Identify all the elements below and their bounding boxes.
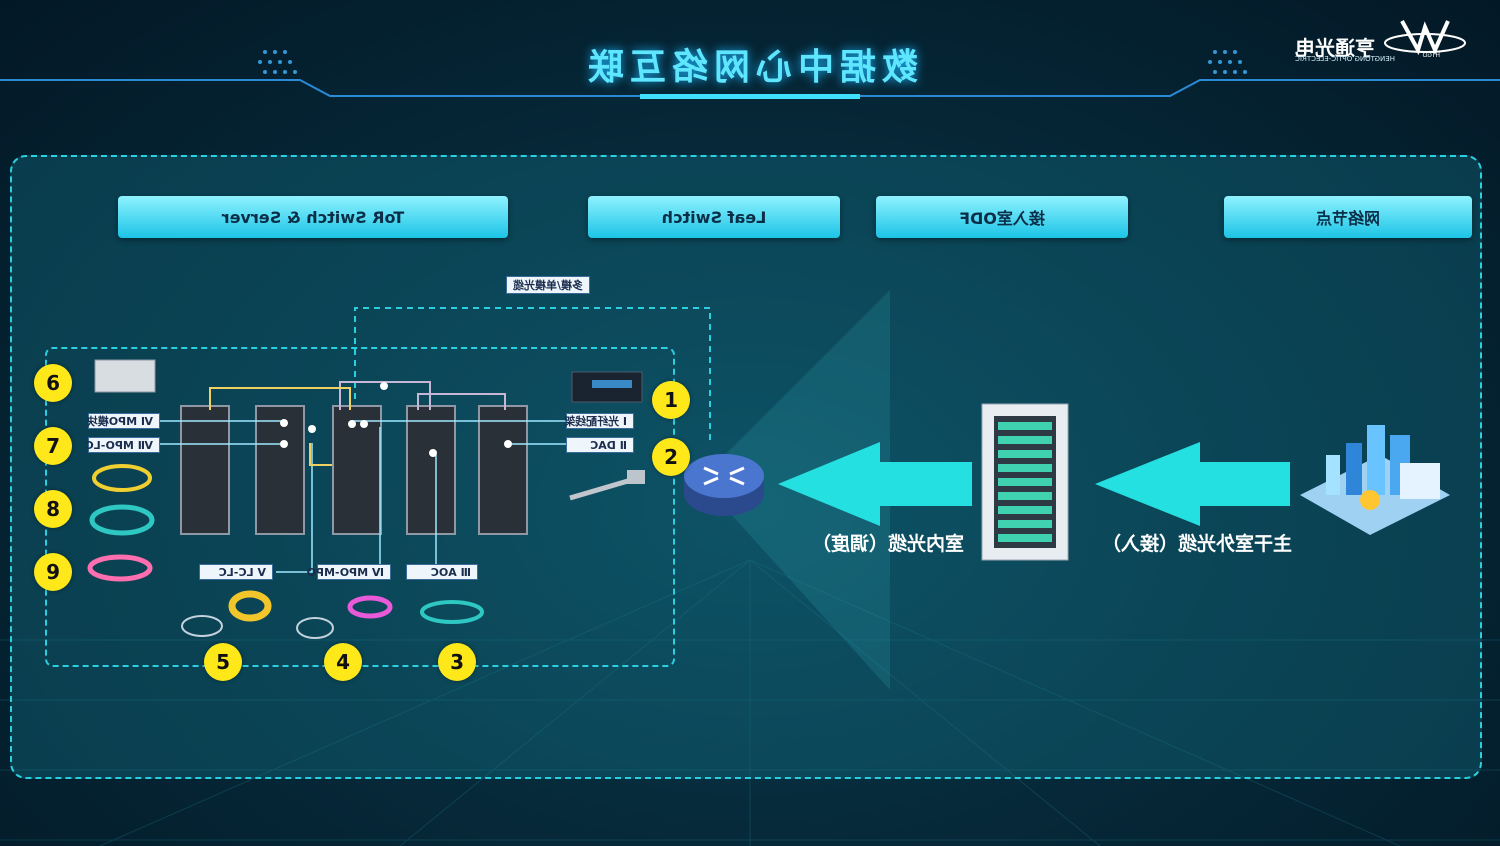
stage-network-node-label: 网络节点 [1316,209,1381,228]
brand-logo-icon: HTGD [1384,20,1466,59]
badge-5: 5 [204,643,242,681]
page-title: 数据中心网络互联 [582,47,919,88]
network-node-illustration [1300,425,1450,535]
odf-cabinet [981,403,1069,561]
badge-6: 6 [34,364,72,402]
caption-indoor-cable: 室内光缆（调度） [812,533,965,555]
badge-3: 3 [438,643,476,681]
router-icon [684,454,764,516]
badge-1: 1 [652,381,690,419]
stage-tor-switch-label: ToR Switch & Server [221,207,405,227]
brand-subtitle: HENGTONG OPTIC-ELECTRIC [1295,55,1395,63]
caption-outdoor-cable: 主干室外光缆（接入） [1102,533,1293,555]
stage-odf-label: 接入室ODF [959,209,1045,228]
badge-7: 7 [34,427,72,465]
badge-8: 8 [34,490,72,528]
badge-2: 2 [652,438,690,476]
stage-leaf-switch-label: Leaf Switch [661,207,767,227]
badge-4: 4 [324,643,362,681]
badge-9: 9 [34,553,72,591]
svg-text:HTGD: HTGD [1422,52,1440,59]
